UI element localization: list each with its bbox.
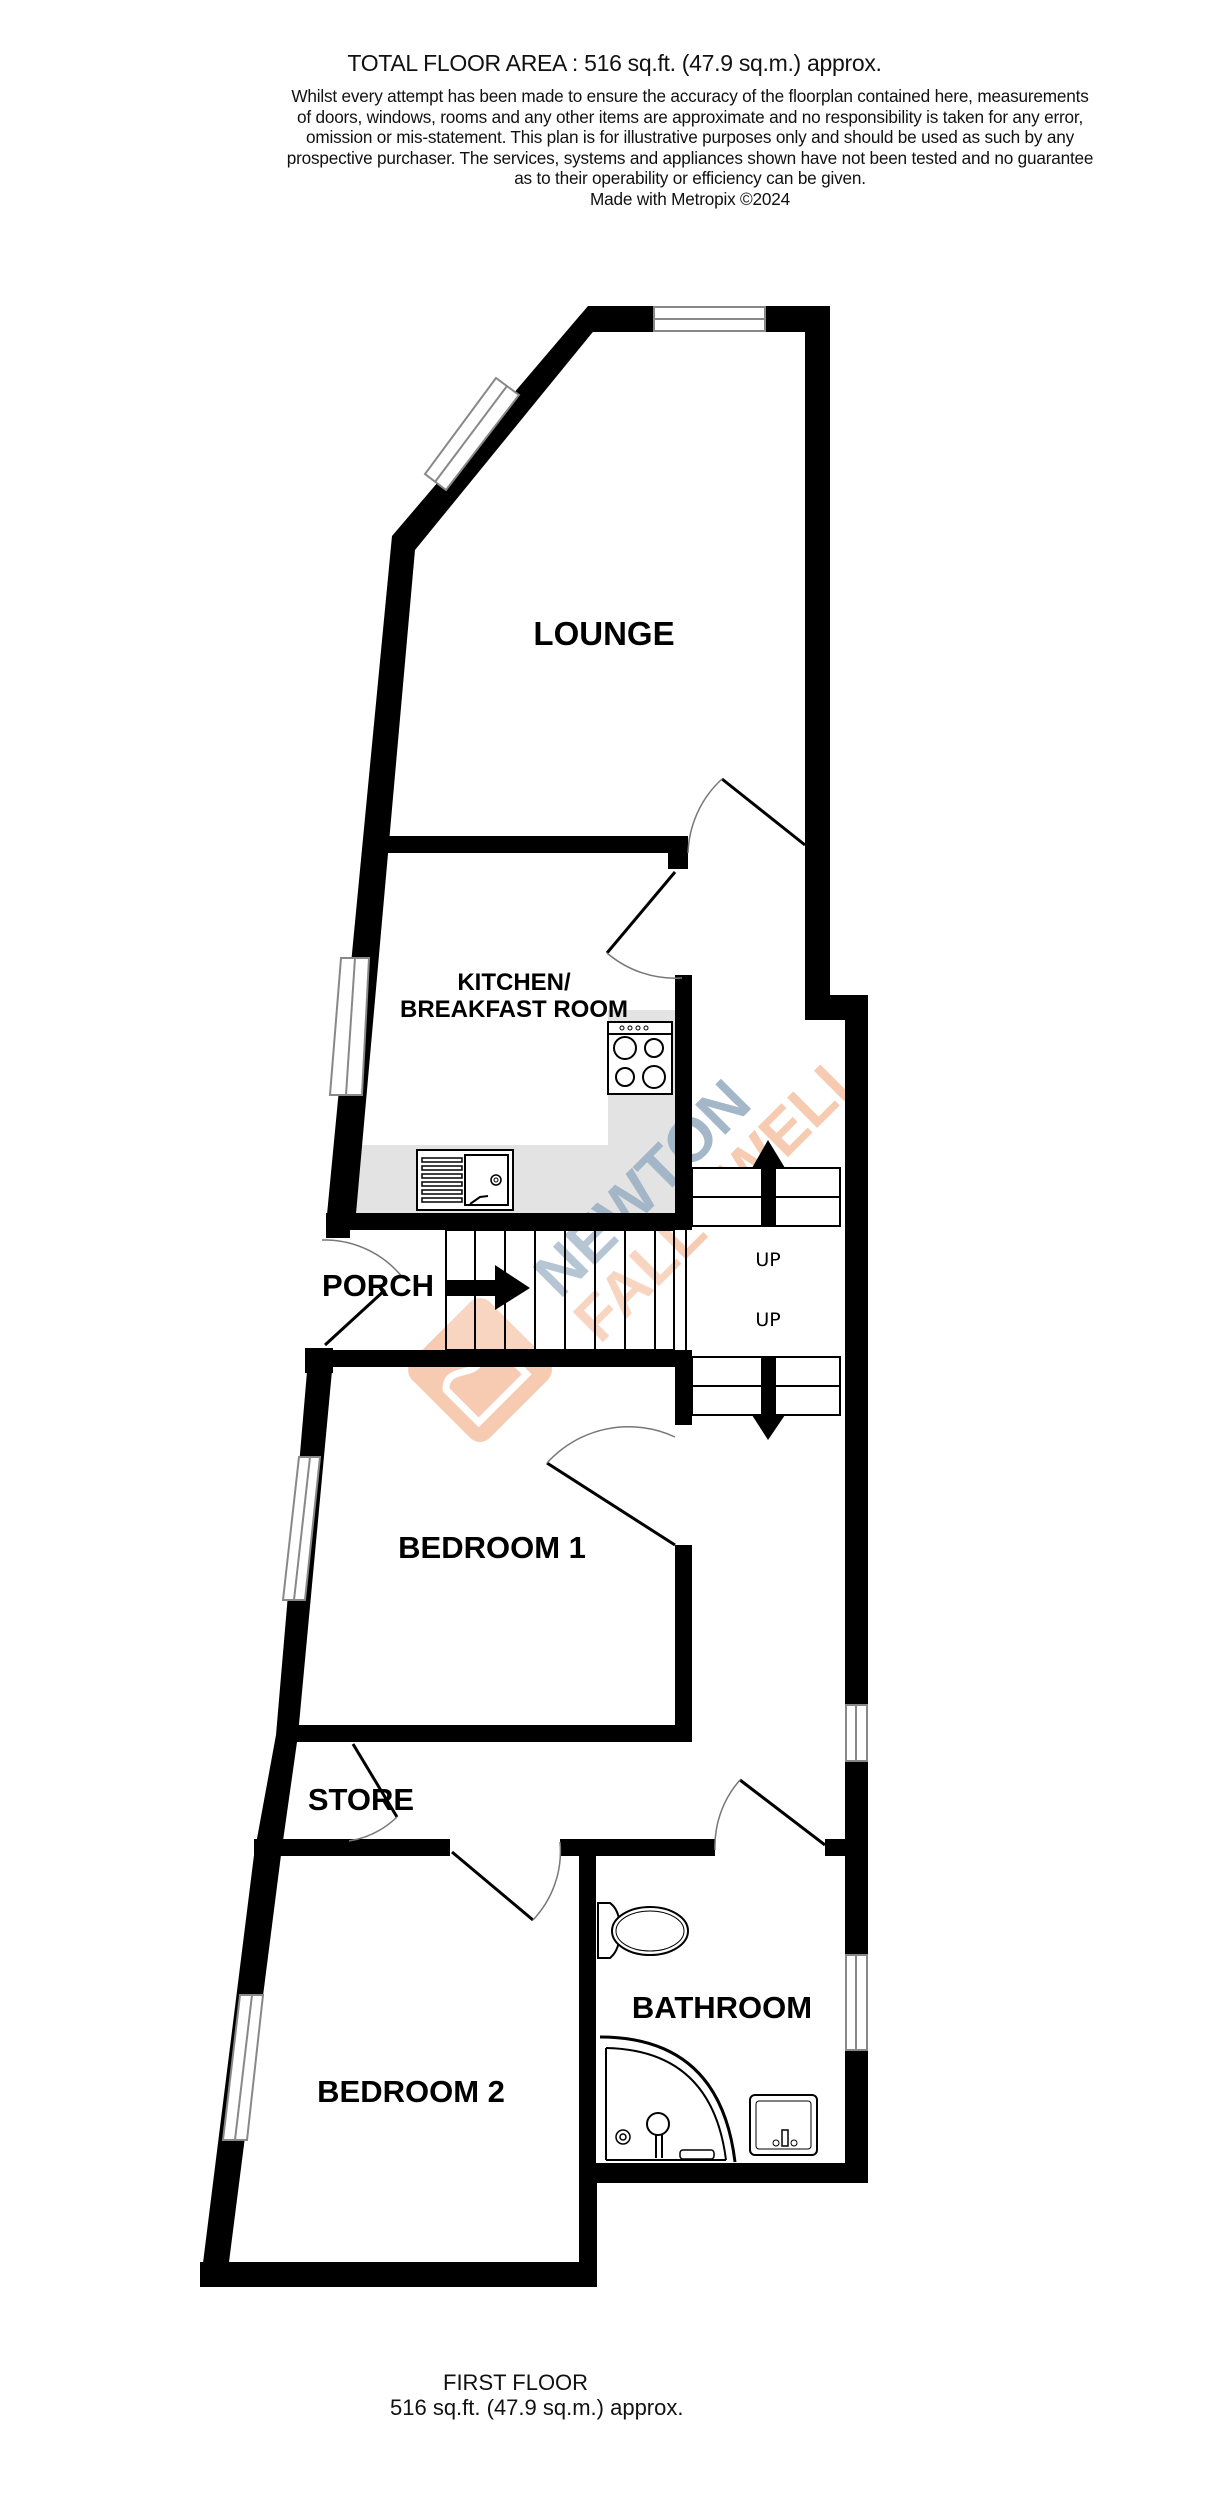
made-with-credit: Made with Metropix ©2024	[590, 188, 790, 209]
disclaimer: Whilst every attempt has been made to en…	[240, 86, 1140, 209]
disclaimer-line: as to their operability or efficiency ca…	[514, 168, 866, 188]
disclaimer-line: Whilst every attempt has been made to en…	[291, 86, 1089, 106]
window-bedroom1	[281, 1456, 322, 1601]
window-bedroom2	[221, 1994, 265, 2141]
doors	[321, 777, 826, 1922]
stairs-arrow-up-icon	[752, 1140, 785, 1226]
room-label-store: STORE	[308, 1782, 414, 1817]
cooker-hob-icon	[607, 1021, 673, 1095]
windows	[221, 306, 868, 2141]
door-store[interactable]	[348, 1743, 399, 1842]
window-bathroom	[845, 1954, 868, 2051]
door-bedroom2[interactable]	[451, 1841, 562, 1922]
window-lounge-top	[653, 306, 766, 332]
door-lounge[interactable]	[687, 777, 806, 854]
door-porch[interactable]	[321, 1239, 404, 1347]
kitchen-sink-icon	[416, 1149, 514, 1211]
disclaimer-line: omission or mis-statement. This plan is …	[306, 127, 1074, 147]
wash-basin-icon	[749, 2094, 818, 2156]
disclaimer-line: prospective purchaser. The services, sys…	[286, 147, 1094, 168]
room-label-porch: PORCH	[322, 1268, 434, 1303]
toilet-icon	[597, 1902, 689, 1959]
door-kitchen[interactable]	[605, 871, 683, 979]
room-label-bedroom2: BEDROOM 2	[317, 2074, 505, 2109]
room-label-bathroom: BATHROOM	[632, 1990, 812, 2025]
room-label-kitchen-line2: BREAKFAST ROOM	[400, 996, 628, 1023]
door-bedroom1[interactable]	[546, 1426, 676, 1547]
window-lounge-diagonal	[423, 376, 521, 492]
shower-tray-icon	[599, 2035, 737, 2163]
window-kitchen	[328, 957, 371, 1096]
disclaimer-line: of doors, windows, rooms and any other i…	[296, 106, 1084, 127]
room-label-bedroom1: BEDROOM 1	[398, 1530, 586, 1565]
room-label-lounge: LOUNGE	[533, 615, 674, 652]
window-hallway-right	[845, 1704, 868, 1762]
stairs-up-label: UP	[755, 1309, 780, 1331]
floor-area: 516 sq.ft. (47.9 sq.m.) approx.	[390, 2395, 684, 2420]
stairs-up-label: UP	[755, 1249, 780, 1271]
floor-name: FIRST FLOOR	[443, 2370, 589, 2395]
stairs-arrow-down-icon	[752, 1357, 785, 1440]
room-label-kitchen-line1: KITCHEN/	[457, 969, 571, 996]
stairs-arrow-right-icon	[446, 1265, 530, 1310]
total-floor-area: TOTAL FLOOR AREA : 516 sq.ft. (47.9 sq.m…	[347, 50, 882, 76]
door-bathroom[interactable]	[714, 1778, 826, 1851]
